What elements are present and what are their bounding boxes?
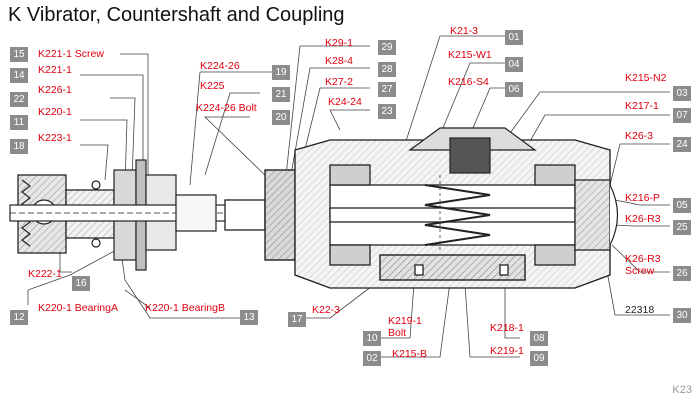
part-label-line2: Bolt [388,327,407,339]
callout-badge: 16 [72,276,90,291]
callout-badge: 12 [10,310,28,325]
part-label: K224-26 Bolt [196,102,257,114]
part-label: K215-W1 [448,49,492,61]
callout-badge: 02 [363,351,381,366]
callout-badge: 29 [378,40,396,55]
part-label: K24-24 [328,96,362,108]
callout-badge: 14 [10,68,28,83]
part-label: K22-3 [312,304,341,316]
part-label: K26-3 [625,130,654,142]
part-label: K225 [200,80,225,92]
part-label: K216-S4 [448,76,489,88]
callout-badge: 03 [673,86,691,101]
callout-badge: 17 [288,312,306,327]
part-label: K26-R3 [625,213,661,225]
part-label: K220-1 BearingA [38,302,118,314]
part-label: K215-N2 [625,72,667,84]
callout-badge: 27 [378,82,396,97]
part-label: K221-1 Screw [38,48,104,60]
callout-badge: 20 [272,110,290,125]
part-label: K221-1 [38,64,72,76]
callout-badge: 13 [240,310,258,325]
part-label: K26-R3 [625,253,661,265]
page-title: K Vibrator, Countershaft and Coupling [8,4,345,26]
callout-badge: 19 [272,65,290,80]
countershaft [9,194,266,232]
callout-badge: 10 [363,331,381,346]
part-label: K219-1 [388,315,422,327]
callout-badge: 06 [505,82,523,97]
part-label: 22318 [625,304,655,316]
callout-badge: 25 [673,220,691,235]
part-label: K218-1 [490,322,524,334]
callout-badge: 26 [673,266,691,281]
part-label: K224-26 [200,60,240,72]
callout-badge: 05 [673,198,691,213]
part-label: K215-B [392,348,428,360]
vibrator-housing [224,139,611,289]
part-label: K220-1 BearingB [145,302,225,314]
part-label: K222-1 [28,268,62,280]
right-bearing [574,179,619,251]
callout-badge: 21 [272,87,290,102]
callout-badge: 24 [673,137,691,152]
part-label: K226-1 [38,84,72,96]
callout-badge: 18 [10,139,28,154]
callout-badge: 01 [505,30,523,45]
part-label: K220-1 [38,106,72,118]
figure-code: K23 [672,384,692,396]
part-label: K217-1 [625,100,659,112]
part-label: K29-1 [325,37,354,49]
callout-badge: 04 [505,57,523,72]
callout-badge: 07 [673,108,691,123]
part-label: K223-1 [38,132,72,144]
part-label: K27-2 [325,76,354,88]
callout-badge: 15 [10,47,28,62]
spring-assembly [408,127,537,250]
part-label: K219-1 [490,345,524,357]
callout-badge: 22 [10,92,28,107]
callout-badge: 30 [673,308,691,323]
callout-badge: 11 [10,115,28,130]
leader-lines [27,35,670,358]
callout-badge: 09 [530,351,548,366]
callout-badge: 08 [530,331,548,346]
part-label-line2: Screw [625,265,655,277]
part-label: K28-4 [325,55,354,67]
callout-badge: 23 [378,104,396,119]
part-label: K216-P [625,192,661,204]
callout-badge: 28 [378,62,396,77]
part-label: K21-3 [450,25,479,37]
